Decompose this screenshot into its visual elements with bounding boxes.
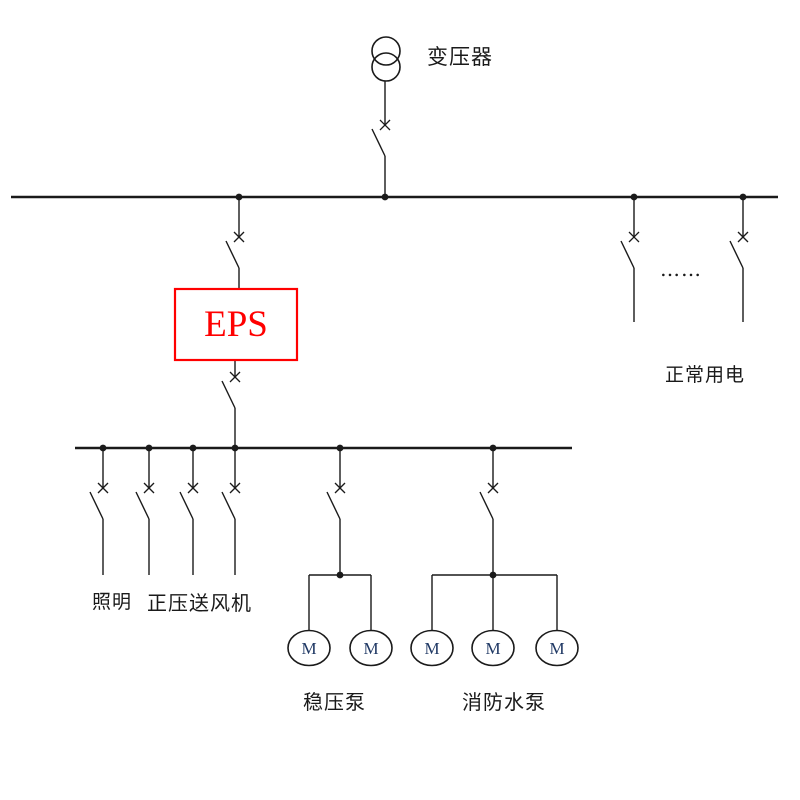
junction-dot xyxy=(630,193,638,201)
lighting-label: 照明 xyxy=(92,591,133,613)
breaker-transformer-incomer xyxy=(371,81,391,197)
junction-dot xyxy=(489,444,497,452)
breaker-stabilizing-pump-feeder xyxy=(326,448,346,575)
junction-dot xyxy=(739,193,747,201)
breaker-eps-outgoer xyxy=(221,360,241,448)
motor-letter: M xyxy=(549,639,564,658)
motor-symbol xyxy=(287,629,331,667)
ellipsis-label: …… xyxy=(660,257,702,281)
junction-dot xyxy=(231,444,239,452)
motor-letter: M xyxy=(424,639,439,658)
breaker-fan-feeder-3 xyxy=(221,448,241,575)
breaker-normal-feeder-1 xyxy=(620,197,640,322)
stabilizing-pump-label: 稳压泵 xyxy=(303,690,366,714)
motor-symbol xyxy=(410,629,454,667)
eps-label: EPS xyxy=(204,304,268,345)
transformer-label: 变压器 xyxy=(427,45,493,69)
breaker-fan-feeder-1 xyxy=(135,448,155,575)
junction-dot xyxy=(489,571,497,579)
pressure-fan-label: 正压送风机 xyxy=(147,591,252,615)
motor-letter: M xyxy=(485,639,500,658)
fire-pump-label: 消防水泵 xyxy=(462,690,546,714)
breaker-lighting-feeder xyxy=(89,448,109,575)
motor-symbol xyxy=(349,629,393,667)
motor-letter: M xyxy=(363,639,378,658)
breaker-fan-feeder-2 xyxy=(179,448,199,575)
normal-power-label: 正常用电 xyxy=(665,364,746,386)
breaker-eps-incomer xyxy=(225,197,245,289)
junction-dot xyxy=(145,444,153,452)
breaker-fire-pump-feeder xyxy=(479,448,499,575)
junction-dot xyxy=(381,193,389,201)
junction-dot xyxy=(336,571,344,579)
transformer-symbol xyxy=(371,36,401,82)
breaker-normal-feeder-2 xyxy=(729,197,749,322)
junction-dot xyxy=(336,444,344,452)
motor-symbol xyxy=(471,629,515,667)
eps-box xyxy=(173,287,299,362)
motor-symbol xyxy=(535,629,579,667)
junction-dot xyxy=(99,444,107,452)
junction-dot xyxy=(235,193,243,201)
motor-letter: M xyxy=(301,639,316,658)
junction-dot xyxy=(189,444,197,452)
